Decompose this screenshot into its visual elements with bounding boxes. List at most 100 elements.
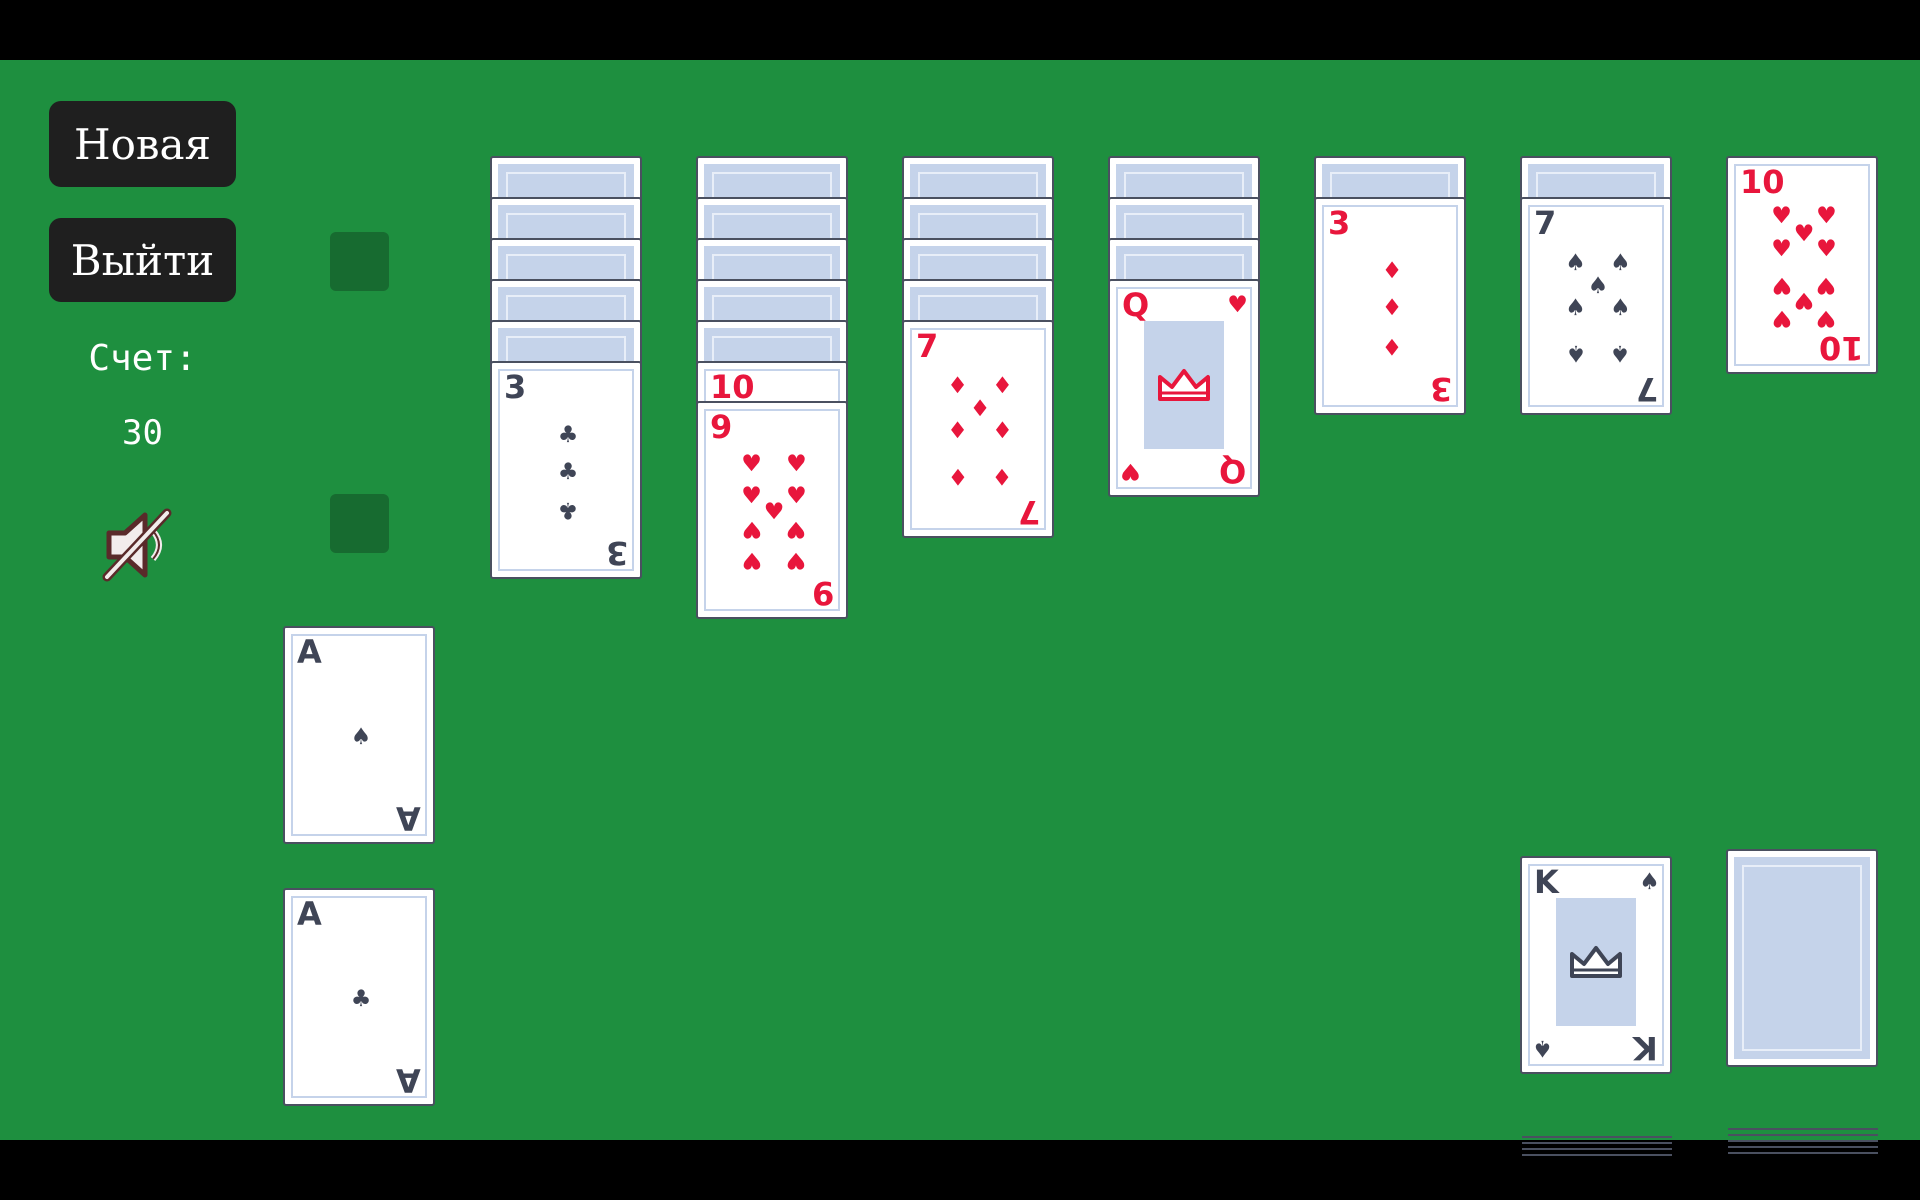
card-rank: 10 [1740, 163, 1785, 201]
foundation-card[interactable]: A A ♠ [283, 626, 435, 844]
card-rank: 3 [1328, 204, 1351, 242]
suit-pip: ♥ [1817, 232, 1835, 265]
card-rank: Q [1122, 286, 1150, 324]
card-border [498, 369, 634, 571]
stock-pile[interactable] [1726, 849, 1878, 1067]
exit-button[interactable]: Выйти [49, 218, 236, 302]
card-rank-bottom: Q [1218, 452, 1246, 490]
card-rank-bottom: 9 [811, 574, 834, 612]
suit-pip: ♥ [743, 544, 761, 577]
suit-pip: ♠ [1589, 268, 1607, 302]
foundation-slot-empty[interactable] [330, 232, 389, 291]
foundation-slot-empty[interactable] [330, 494, 389, 553]
suit-pip: ♥ [765, 495, 783, 528]
suit-pip: ♦ [949, 460, 967, 493]
card-rank: 3 [504, 368, 527, 406]
card-border [1322, 205, 1458, 407]
suit-pip: ♦ [993, 460, 1011, 493]
card-rank: 9 [710, 408, 733, 446]
suit-pip: ♠ [1567, 291, 1585, 324]
new-game-button[interactable]: Новая [49, 101, 236, 187]
card-rank-bottom: A [396, 799, 421, 837]
suit-pip: ♥ [787, 544, 805, 577]
suit-pip: ♥ [1773, 199, 1791, 232]
card-rank: 7 [916, 327, 939, 365]
suit-pip: ♦ [949, 414, 967, 447]
suit-pip: ♥ [743, 512, 761, 546]
suit-pip: ♥ [1817, 199, 1835, 232]
card-rank-bottom: 7 [1635, 370, 1658, 408]
card-rank: A [297, 895, 322, 933]
suit-pip: ♦ [971, 391, 989, 425]
suit-pip: ♥ [743, 447, 761, 480]
suit-pip: ♦ [1383, 329, 1401, 363]
card-rank-bottom: 7 [1017, 493, 1040, 531]
suit-pip: ♥ [1773, 302, 1791, 335]
card-border [291, 634, 427, 836]
score-label: Счет: [88, 338, 197, 379]
suit-pip: ♥ [787, 512, 805, 546]
suit-pip: ♥ [1795, 284, 1813, 317]
stock-stack-edge [1728, 1128, 1878, 1158]
suit-pip: ♦ [993, 414, 1011, 447]
card-rank: A [297, 633, 322, 671]
card-border [1528, 205, 1664, 407]
suit-pip: ♥ [787, 447, 805, 480]
card-rank-bottom: A [396, 1061, 421, 1099]
suit-pip: ♠ [1567, 337, 1585, 370]
card-suit-bottom: ♥ [1122, 455, 1139, 488]
card-rank-bottom: 10 [1819, 329, 1864, 367]
suit-pip: ♥ [743, 478, 761, 512]
suit-pip: ♣ [559, 493, 577, 527]
card-suit: ♥ [1229, 288, 1246, 321]
suit-pip: ♦ [1383, 253, 1401, 287]
card-back-pattern [1734, 857, 1870, 1059]
suit-pip: ♠ [352, 720, 370, 753]
card-rank-bottom: K [1633, 1029, 1658, 1067]
card-suit-bottom: ♠ [1534, 1032, 1551, 1065]
card-rank: 10 [710, 368, 755, 406]
card-rank: 7 [1534, 204, 1557, 242]
foundation-card[interactable]: A A ♣ [283, 888, 435, 1106]
suit-pip: ♦ [1383, 291, 1401, 324]
suit-pip: ♥ [1817, 302, 1835, 335]
tableau-card[interactable]: 3 3 ♣ ♣ ♣ [490, 361, 642, 579]
card-rank-bottom: 3 [605, 534, 628, 572]
suit-pip: ♣ [352, 982, 370, 1015]
crown-icon [1556, 898, 1636, 1026]
tableau-card[interactable]: 3 3 ♦ ♦ ♦ [1314, 197, 1466, 415]
tableau-card[interactable]: Q Q ♥ ♥ [1108, 279, 1260, 497]
suit-pip: ♥ [787, 478, 805, 512]
waste-stack-edge [1522, 1136, 1672, 1166]
card-border [291, 896, 427, 1098]
card-rank: K [1534, 863, 1559, 901]
suit-pip: ♥ [1795, 217, 1813, 250]
suit-pip: ♥ [1773, 232, 1791, 265]
suit-pip: ♠ [1611, 246, 1629, 279]
card-rank-bottom: 3 [1429, 370, 1452, 408]
suit-pip: ♥ [1773, 269, 1791, 302]
suit-pip: ♠ [1611, 291, 1629, 324]
card-border [1116, 287, 1252, 489]
suit-pip: ♠ [1611, 337, 1629, 370]
speaker-muted-icon[interactable] [97, 503, 181, 587]
crown-icon [1144, 321, 1224, 449]
card-border [910, 328, 1046, 530]
suit-pip: ♦ [993, 369, 1011, 402]
card-border [1528, 864, 1664, 1066]
suit-pip: ♣ [559, 455, 577, 488]
suit-pip: ♣ [559, 417, 577, 451]
suit-pip: ♠ [1567, 246, 1585, 279]
suit-pip: ♦ [949, 369, 967, 402]
card-suit: ♠ [1641, 865, 1658, 898]
card-table: Новая Выйти Счет: 30 AA♠AA♣33♣♣♣1010♥♥♥♥… [0, 60, 1920, 1156]
card-border [704, 409, 840, 611]
suit-pip: ♥ [1817, 269, 1835, 302]
waste-card[interactable]: K K ♠ ♠ [1520, 856, 1672, 1074]
score-value: 30 [122, 413, 163, 453]
